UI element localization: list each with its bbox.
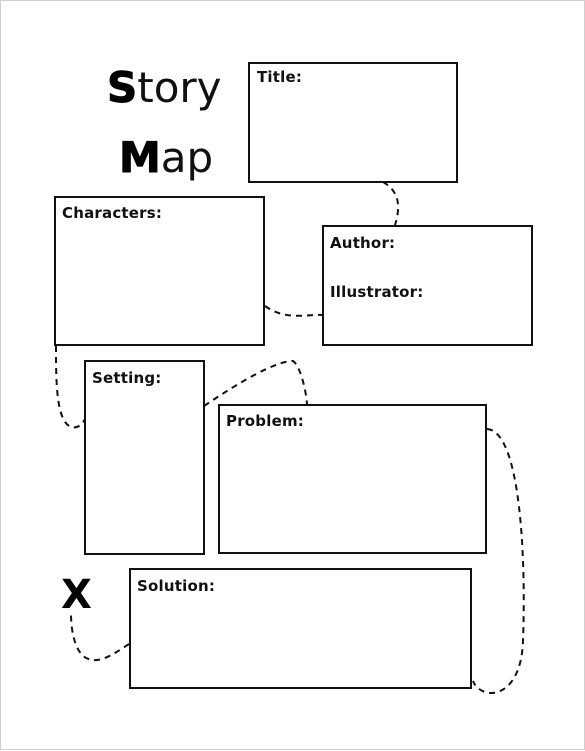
trail-characters-setting <box>55 345 86 429</box>
heading-map: Map <box>119 133 214 182</box>
characters-box[interactable] <box>54 196 265 346</box>
heading-map-initial: M <box>119 133 162 182</box>
heading-story-initial: S <box>106 63 138 112</box>
setting-box[interactable] <box>84 360 205 555</box>
heading-story-rest: tory <box>137 63 222 112</box>
author-label: Author: <box>330 234 396 252</box>
illustrator-label: Illustrator: <box>330 283 424 301</box>
author-box[interactable] <box>322 225 533 346</box>
setting-label: Setting: <box>92 369 162 387</box>
trail-setting-problem <box>203 359 308 407</box>
trail-characters-author <box>264 305 324 317</box>
heading-map-rest: ap <box>160 133 214 182</box>
problem-box[interactable] <box>218 404 487 554</box>
characters-label: Characters: <box>62 204 163 222</box>
solution-box[interactable] <box>129 568 472 689</box>
solution-label: Solution: <box>137 577 216 595</box>
title-box[interactable] <box>248 62 458 183</box>
problem-label: Problem: <box>226 412 304 430</box>
title-label: Title: <box>257 68 303 86</box>
heading-story: Story <box>106 63 221 112</box>
trail-title-author <box>382 181 400 226</box>
trail-solution-x <box>70 612 130 662</box>
x-mark: X <box>61 572 92 618</box>
